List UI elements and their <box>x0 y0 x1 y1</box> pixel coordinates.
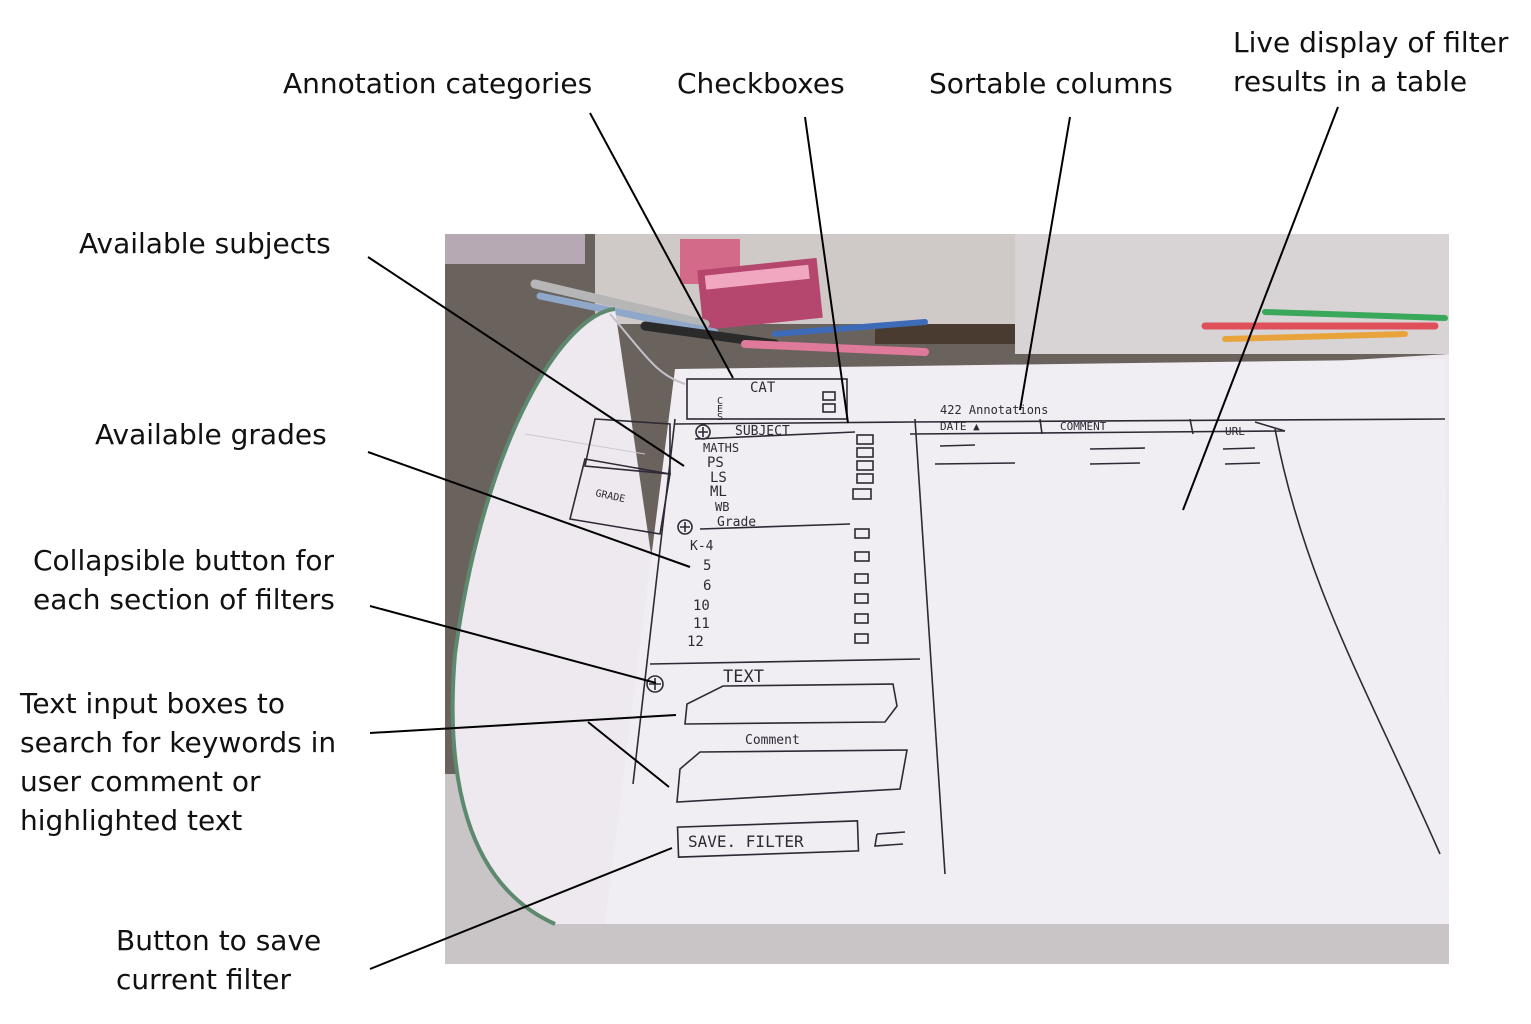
sketch-grade-item: 5 <box>703 558 711 574</box>
sketch-column-header: COMMENT <box>1060 420 1107 433</box>
sketch-subject-item: WB <box>715 500 729 514</box>
callout-checkboxes: Checkboxes <box>677 67 845 100</box>
sketch-subject-item: PS <box>707 455 724 471</box>
callout-annotation-categories: Annotation categories <box>283 67 593 100</box>
sketch-comment-heading: Comment <box>745 733 800 748</box>
callout-available-grades: Available grades <box>95 418 327 451</box>
sketch-column-header: URL <box>1225 425 1245 438</box>
sketch-subject-item: ML <box>710 484 727 500</box>
sketch-subject-heading: SUBJECT <box>735 424 790 439</box>
sketch-text-heading: TEXT <box>723 667 764 687</box>
sketch-annotation-count: 422 Annotations <box>940 403 1048 417</box>
sketch-grade-item: 12 <box>687 634 704 650</box>
sketch-subject-item: LS <box>710 470 727 486</box>
callout-sortable-columns: Sortable columns <box>929 67 1173 100</box>
sketch-grade-item: 11 <box>693 616 710 632</box>
sketch-column-header: DATE ▲ <box>940 420 980 433</box>
sketch-cat-heading: CAT <box>750 380 776 396</box>
sketch-cat-item: S <box>717 412 723 423</box>
sketch-subject-item: MATHS <box>703 441 739 455</box>
callout-save-button: Button to save current filter <box>116 924 322 996</box>
sketch-grade-item: K-4 <box>690 539 714 554</box>
paper-prototype-photo: CAT C E S SUBJECT MATHS PS LS ML WB Grad… <box>445 234 1449 964</box>
callout-live-display: Live display of filter results in a tabl… <box>1233 26 1509 98</box>
callout-text-inputs: Text input boxes to search for keywords … <box>20 687 337 837</box>
sketch-grade-heading: Grade <box>717 515 756 530</box>
sketch-cat-item: C <box>717 396 723 407</box>
callout-collapsible-button: Collapsible button for each section of f… <box>33 544 335 616</box>
sketch-save-filter: SAVE. FILTER <box>688 832 804 851</box>
sketch-grade-item: 6 <box>703 578 711 594</box>
callout-available-subjects: Available subjects <box>79 227 331 260</box>
sketch-cat-item: E <box>717 404 723 415</box>
sketch-grade-item: 10 <box>693 598 710 614</box>
